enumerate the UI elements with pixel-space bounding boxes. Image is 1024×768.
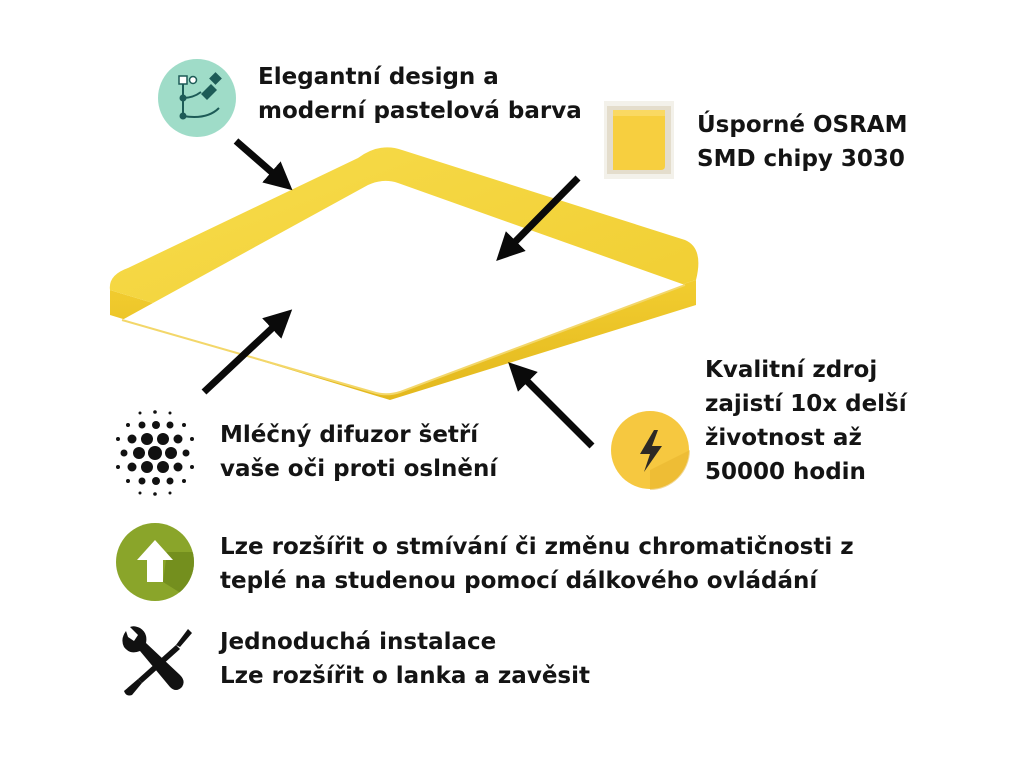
feature-chips-text: Úsporné OSRAM SMD chipy 3030 <box>697 108 907 176</box>
feature-power-line-1: Kvalitní zdroj <box>705 357 878 383</box>
feature-diffuser-line-1: Mléčný difuzor šetří <box>220 422 479 448</box>
feature-power-line-3: životnost až <box>705 425 862 451</box>
feature-install-text: Jednoduchá instalace Lze rozšířit o lank… <box>220 625 590 693</box>
arrow-diffuser <box>201 309 293 395</box>
feature-power-text: Kvalitní zdroj zajistí 10x delší životno… <box>705 353 907 489</box>
feature-dimming-line-1: Lze rozšířit o stmívání či změnu chromat… <box>220 534 854 560</box>
feature-diffuser-text: Mléčný difuzor šetří vaše oči proti osln… <box>220 418 497 486</box>
led-chip-icon <box>603 100 675 180</box>
lightning-icon <box>610 410 690 490</box>
upgrade-arrow-icon <box>115 522 195 602</box>
feature-dimming-line-2: teplé na studenou pomocí dálkového ovlád… <box>220 568 818 594</box>
feature-design-text: Elegantní design a moderní pastelová bar… <box>258 60 582 128</box>
feature-chips-line-2: SMD chipy 3030 <box>697 146 905 172</box>
feature-install-line-2: Lze rozšířit o lanka a zavěsit <box>220 663 590 689</box>
dot-pattern-icon <box>110 408 200 498</box>
tools-icon <box>118 625 194 697</box>
feature-install-line-1: Jednoduchá instalace <box>220 629 497 655</box>
vector-pen-icon <box>157 58 237 138</box>
feature-dimming-text: Lze rozšířit o stmívání či změnu chromat… <box>220 530 854 598</box>
feature-diffuser-line-2: vaše oči proti oslnění <box>220 456 498 482</box>
arrow-chips <box>496 175 581 261</box>
arrow-power <box>508 362 595 449</box>
feature-design-line-2: moderní pastelová barva <box>258 98 582 124</box>
feature-power-line-4: 50000 hodin <box>705 459 866 485</box>
feature-design-line-1: Elegantní design a <box>258 64 499 90</box>
feature-chips-line-1: Úsporné OSRAM <box>697 112 908 138</box>
arrow-design <box>233 138 293 191</box>
feature-power-line-2: zajistí 10x delší <box>705 391 907 417</box>
